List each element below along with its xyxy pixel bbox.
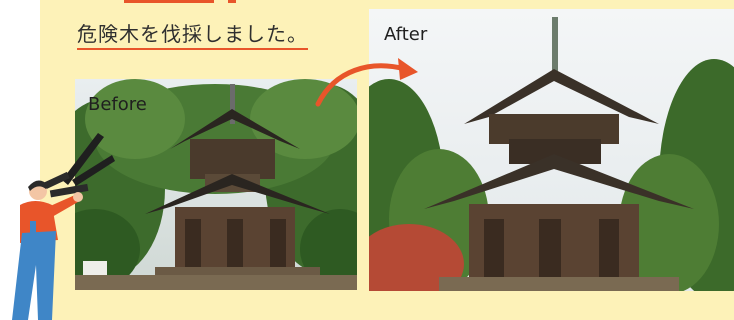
gardener-illustration-icon <box>12 133 115 320</box>
heading-underlined-text: 危険木を伐採しました。 <box>77 22 308 50</box>
before-label: Before <box>88 94 147 115</box>
top-underline-fragment <box>124 0 214 3</box>
after-label: After <box>384 24 428 45</box>
heading-text: 危険木を伐採しました。 <box>77 18 308 50</box>
before-photo <box>75 79 357 290</box>
after-photo <box>369 9 734 291</box>
before-pagoda-image <box>75 79 357 290</box>
curved-arrow-icon <box>315 58 418 107</box>
after-pagoda-image <box>369 9 734 291</box>
top-underline-tick <box>228 0 236 3</box>
